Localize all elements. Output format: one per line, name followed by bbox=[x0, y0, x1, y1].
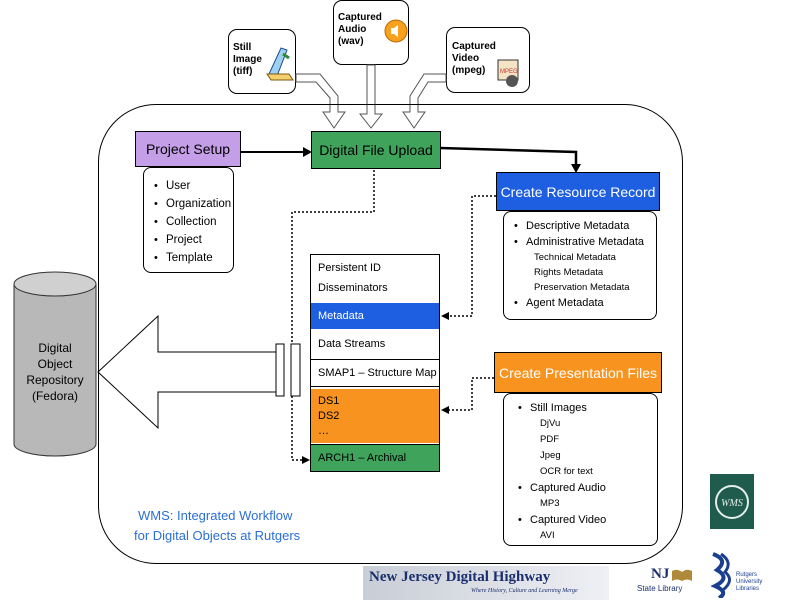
ds2-label: DS2 bbox=[318, 409, 340, 422]
njdh-tagline: Where History, Culture and Learning Merg… bbox=[471, 588, 578, 594]
captured-video-arrow bbox=[402, 73, 447, 129]
create-presentation-files-box: Create Presentation Files bbox=[494, 352, 662, 393]
list-item: •Descriptive Metadata bbox=[514, 220, 630, 232]
list-subitem: Rights Metadata bbox=[534, 267, 604, 278]
source-captured-audio: Captured Audio (wav) bbox=[333, 0, 409, 65]
rutgers-libraries-logo: Rutgers University Libraries bbox=[711, 550, 771, 600]
workflow-boundary bbox=[98, 104, 683, 564]
list-subitem: Preservation Metadata bbox=[534, 282, 630, 293]
workflow-caption: WMS: Integrated Workflow for Digital Obj… bbox=[134, 508, 301, 543]
list-item: •Captured Audio bbox=[518, 482, 606, 494]
book-icon bbox=[672, 569, 692, 581]
list-subitem: DjVu bbox=[540, 418, 561, 429]
list-subitem: OCR for text bbox=[540, 466, 593, 477]
captured-audio-arrow bbox=[358, 64, 384, 129]
list-subitem: Jpeg bbox=[540, 450, 561, 461]
rutgers-wave-icon bbox=[711, 552, 731, 598]
film-reel-icon: MPEG bbox=[497, 59, 519, 87]
list-item: •Captured Video bbox=[518, 514, 607, 526]
create-resource-record-title: Create Resource Record bbox=[500, 183, 656, 200]
wms-seal-text: WMS bbox=[721, 498, 743, 509]
captured-video-label: Captured Video (mpeg) bbox=[452, 41, 496, 76]
list-subitem: AVI bbox=[540, 530, 555, 541]
project-setup-list: •User •Organization •Collection •Project… bbox=[143, 167, 234, 273]
resource-record-list: •Descriptive Metadata •Administrative Me… bbox=[503, 211, 657, 320]
scanner-icon bbox=[266, 47, 294, 81]
list-item: •Agent Metadata bbox=[514, 297, 604, 309]
arch-band: ARCH1 – Archival bbox=[311, 444, 439, 471]
ds-band: DS1 DS2 … bbox=[311, 389, 439, 443]
project-setup-box: Project Setup bbox=[135, 131, 241, 167]
metadata-band: Metadata bbox=[311, 303, 439, 329]
captured-audio-label: Captured Audio (wav) bbox=[338, 12, 382, 47]
rutgers-text: Rutgers University Libraries bbox=[736, 572, 763, 592]
list-item: •Still Images bbox=[518, 402, 587, 414]
mpeg-tag: MPEG bbox=[500, 69, 518, 75]
list-item: •User bbox=[154, 180, 191, 192]
nj-state-library-logo: NJ State Library bbox=[637, 566, 695, 598]
persistent-id: Persistent ID bbox=[318, 262, 381, 274]
list-subitem: MP3 bbox=[540, 498, 560, 509]
presentation-files-list: •Still Images DjVu PDF Jpeg OCR for text… bbox=[503, 393, 658, 546]
ds-ellipsis: … bbox=[318, 424, 329, 437]
still-image-arrow bbox=[295, 73, 346, 129]
list-item: •Administrative Metadata bbox=[514, 236, 644, 248]
disseminators: Disseminators bbox=[318, 282, 388, 294]
nj-state-library-text: State Library bbox=[637, 584, 683, 593]
list-item: •Project bbox=[154, 234, 202, 246]
njdh-title: New Jersey Digital Highway bbox=[369, 569, 551, 585]
project-setup-title: Project Setup bbox=[145, 141, 231, 157]
create-presentation-files-title: Create Presentation Files bbox=[499, 364, 657, 381]
ingest-arrow bbox=[97, 314, 277, 430]
list-item: •Collection bbox=[154, 216, 217, 228]
data-streams: Data Streams bbox=[318, 338, 386, 350]
ds1-label: DS1 bbox=[318, 394, 340, 407]
digital-file-upload-title: Digital File Upload bbox=[319, 142, 433, 158]
speaker-icon bbox=[384, 19, 408, 43]
create-resource-record-box: Create Resource Record bbox=[496, 172, 660, 211]
digital-file-upload-box: Digital File Upload bbox=[311, 131, 441, 169]
list-subitem: Technical Metadata bbox=[534, 252, 616, 263]
repository-cylinder bbox=[13, 271, 97, 457]
source-still-image: Still Image (tiff) bbox=[228, 29, 296, 94]
njdh-logo: New Jersey Digital Highway Where History… bbox=[363, 566, 609, 600]
still-image-label: Still Image (tiff) bbox=[233, 42, 262, 77]
nj-mark: NJ bbox=[651, 566, 670, 582]
wms-seal-logo: WMS bbox=[710, 474, 754, 529]
source-captured-video: Captured Video (mpeg) MPEG bbox=[446, 27, 530, 93]
digital-object-stack: Persistent ID Disseminators Metadata Dat… bbox=[310, 254, 440, 472]
list-item: •Organization bbox=[154, 198, 232, 210]
repository-label: Digital Object Repository (Fedora) bbox=[26, 341, 84, 403]
wms-seal-icon: WMS bbox=[715, 484, 749, 519]
list-item: •Template bbox=[154, 252, 213, 264]
structure-map: SMAP1 – Structure Map bbox=[311, 359, 439, 387]
list-subitem: PDF bbox=[540, 434, 559, 445]
